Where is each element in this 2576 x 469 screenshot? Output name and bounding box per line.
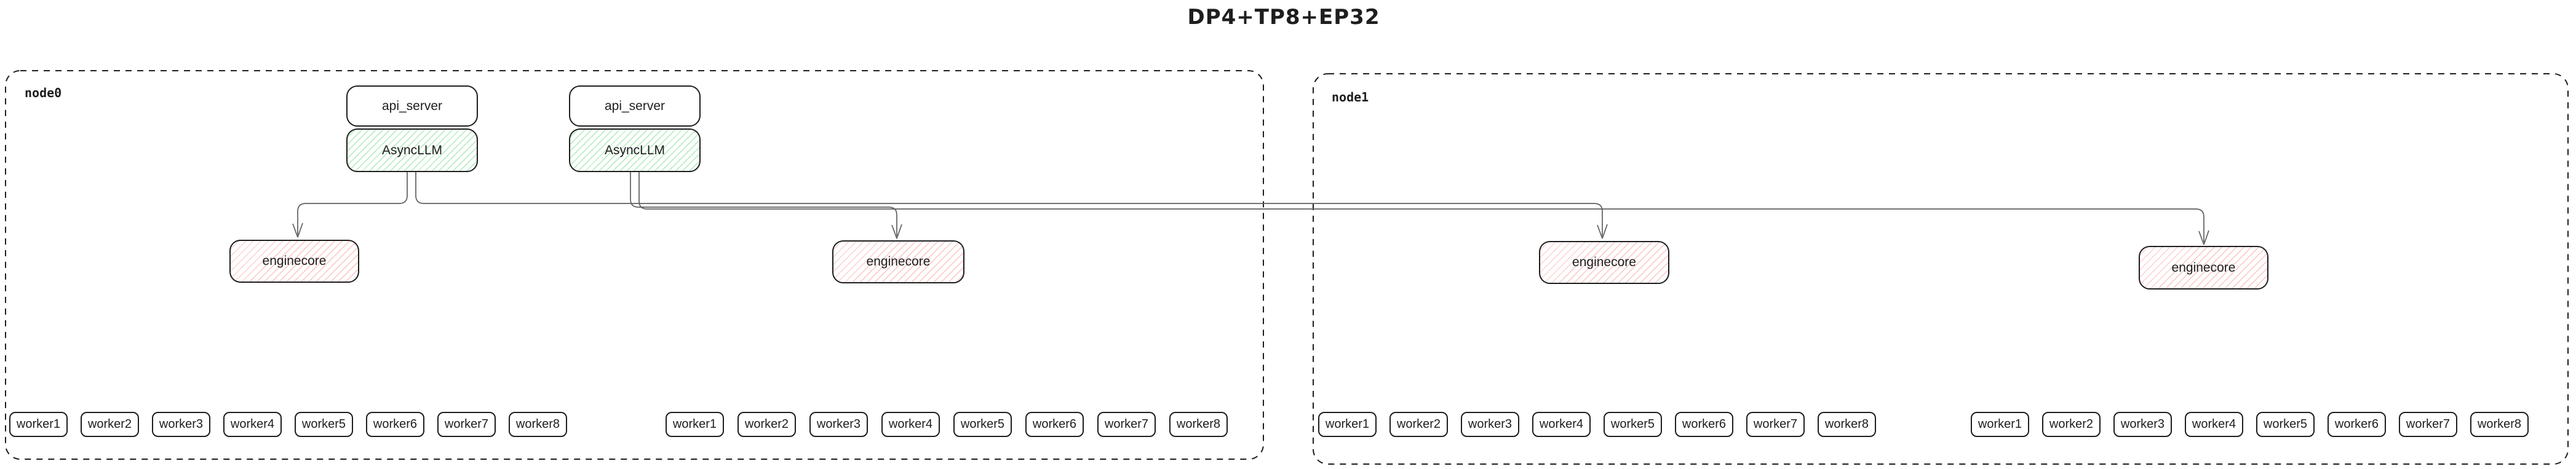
connector-asyncllm1-enginecore3 bbox=[415, 172, 1603, 236]
worker-box: worker1 bbox=[1971, 412, 2029, 437]
worker-group-4: worker1 worker2 worker3 worker4 worker5 … bbox=[1971, 412, 2529, 437]
worker-box: worker6 bbox=[1675, 412, 1733, 437]
diagram-title: DP4+TP8+EP32 bbox=[1187, 5, 1380, 30]
worker-box: worker5 bbox=[2256, 412, 2315, 437]
arrowhead-enginecore4 bbox=[2198, 230, 2209, 245]
worker-box: worker6 bbox=[2328, 412, 2386, 437]
worker-box: worker8 bbox=[1818, 412, 1876, 437]
worker-group-2: worker1 worker2 worker3 worker4 worker5 … bbox=[666, 412, 1228, 437]
worker-box: worker1 bbox=[1318, 412, 1377, 437]
worker-box: worker5 bbox=[953, 412, 1012, 437]
worker-group-1: worker1 worker2 worker3 worker4 worker5 … bbox=[9, 412, 567, 437]
worker-box: worker2 bbox=[81, 412, 139, 437]
worker-box: worker4 bbox=[1532, 412, 1591, 437]
worker-box: worker8 bbox=[509, 412, 567, 437]
worker-box: worker2 bbox=[2042, 412, 2101, 437]
arrowhead-enginecore1 bbox=[292, 223, 303, 238]
enginecore-box-3: enginecore bbox=[1539, 241, 1669, 284]
api-server-box-1: api_server bbox=[346, 85, 478, 127]
worker-box: worker3 bbox=[1461, 412, 1519, 437]
asyncllm-box-1: AsyncLLM bbox=[346, 128, 478, 172]
worker-box: worker2 bbox=[1389, 412, 1448, 437]
worker-box: worker2 bbox=[737, 412, 796, 437]
node0-label: node0 bbox=[25, 85, 62, 100]
worker-box: worker6 bbox=[366, 412, 424, 437]
asyncllm-box-2: AsyncLLM bbox=[569, 128, 701, 172]
enginecore-box-4: enginecore bbox=[2139, 246, 2268, 290]
worker-box: worker6 bbox=[1025, 412, 1084, 437]
connector-asyncllm1-enginecore1 bbox=[297, 172, 408, 235]
worker-group-3: worker1 worker2 worker3 worker4 worker5 … bbox=[1318, 412, 1876, 437]
node1-label: node1 bbox=[1332, 90, 1369, 104]
worker-box: worker7 bbox=[1097, 412, 1156, 437]
connector-asyncllm2-enginecore2 bbox=[630, 172, 897, 236]
node0-container bbox=[5, 70, 1264, 460]
enginecore-box-2: enginecore bbox=[832, 240, 964, 283]
arrowhead-enginecore2 bbox=[891, 224, 902, 239]
enginecore-box-1: enginecore bbox=[229, 240, 359, 283]
api-server-box-2: api_server bbox=[569, 85, 701, 127]
worker-box: worker4 bbox=[2185, 412, 2243, 437]
worker-box: worker1 bbox=[666, 412, 724, 437]
worker-box: worker7 bbox=[437, 412, 496, 437]
worker-box: worker1 bbox=[9, 412, 68, 437]
node1-container bbox=[1313, 73, 2569, 465]
worker-box: worker4 bbox=[881, 412, 940, 437]
worker-box: worker3 bbox=[2113, 412, 2172, 437]
worker-box: worker8 bbox=[2470, 412, 2529, 437]
worker-box: worker7 bbox=[1746, 412, 1805, 437]
connector-asyncllm2-enginecore4 bbox=[638, 172, 2204, 242]
worker-box: worker3 bbox=[809, 412, 868, 437]
arrowhead-enginecore3 bbox=[1597, 224, 1608, 239]
worker-box: worker7 bbox=[2399, 412, 2457, 437]
worker-box: worker5 bbox=[295, 412, 353, 437]
worker-box: worker8 bbox=[1169, 412, 1228, 437]
worker-box: worker4 bbox=[223, 412, 282, 437]
worker-box: worker5 bbox=[1604, 412, 1662, 437]
worker-box: worker3 bbox=[152, 412, 210, 437]
